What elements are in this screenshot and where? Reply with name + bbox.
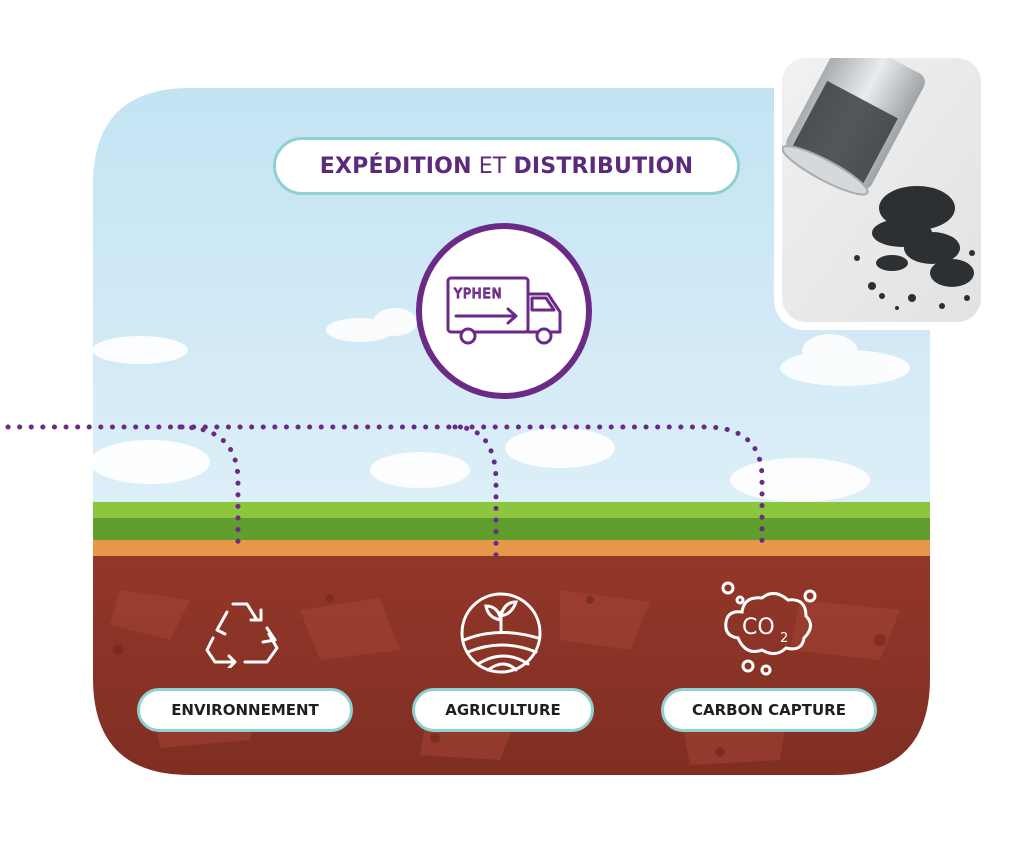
plant-field-icon-wrap [458,590,544,680]
co2-cloud-icon: CO 2 [721,581,817,676]
truck-badge: YPHEN [416,223,592,399]
carbon-capture-label: CARBON CAPTURE [692,701,846,719]
co2-text: CO [742,615,775,640]
environnement-pill: ENVIRONNEMENT [137,688,353,732]
recycle-icon [205,602,279,670]
title-word-expedition: EXPÉDITION [319,153,472,179]
granules-jar-image [782,58,981,322]
carbon-capture-pill: CARBON CAPTURE [661,688,877,732]
recycle-icon-wrap [205,598,281,672]
co2-subscript: 2 [780,631,788,646]
title-pill: EXPÉDITION ET DISTRIBUTION [273,137,740,195]
co2-cloud-icon-wrap: CO 2 [718,578,818,680]
truck-brand-text: YPHEN [453,287,503,302]
environnement-label: ENVIRONNEMENT [171,701,319,719]
title-word-et: ET [478,153,507,179]
title-word-distribution: DISTRIBUTION [513,153,694,179]
product-photo [774,50,989,330]
delivery-truck-icon: YPHEN [446,276,562,345]
plant-field-icon [460,592,542,674]
agriculture-label: AGRICULTURE [445,701,561,719]
agriculture-pill: AGRICULTURE [412,688,594,732]
